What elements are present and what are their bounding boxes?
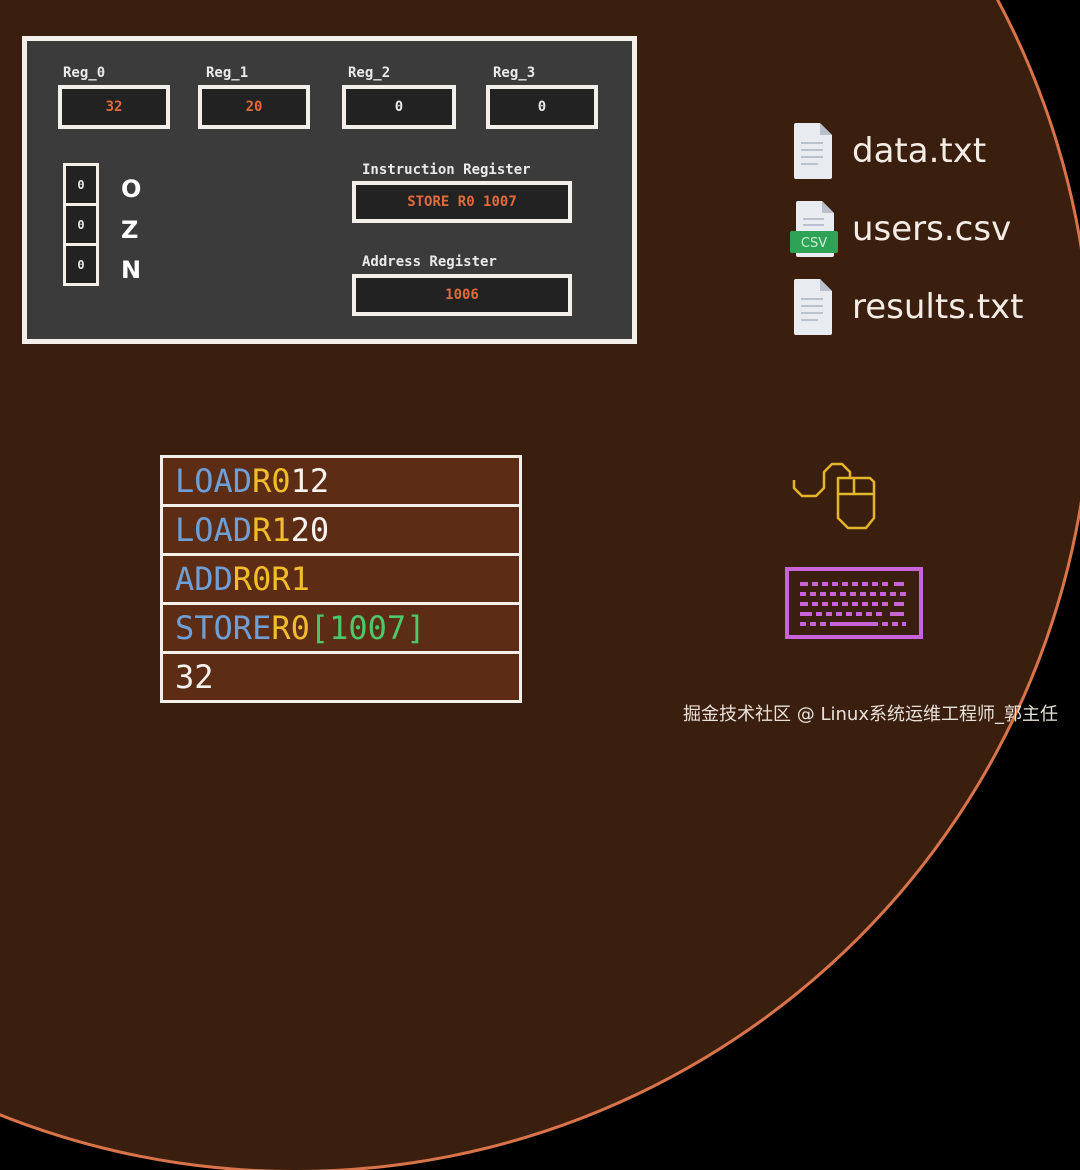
flag-n-label: N — [121, 256, 142, 284]
reg-3-value: 0 — [486, 85, 598, 129]
file-name: users.csv — [852, 209, 1012, 249]
file-name: results.txt — [852, 287, 1024, 327]
csv-badge: CSV — [801, 236, 827, 251]
code-row: LOAD R0 12 — [163, 458, 519, 504]
text-file-icon — [790, 121, 840, 181]
address-register-label: Address Register — [362, 254, 497, 270]
operand-register: R0 — [271, 609, 310, 647]
address-register-value: 1006 — [352, 274, 572, 316]
text-file-icon — [790, 277, 840, 337]
code-row: ADD R0 R1 — [163, 556, 519, 602]
operand-address: [1007] — [309, 609, 426, 647]
flag-o-label: O — [121, 175, 142, 203]
flags-register: 0 0 0 — [63, 163, 99, 286]
opcode: LOAD — [175, 511, 253, 549]
operand-number: 20 — [290, 511, 330, 549]
operand-register: R0 — [252, 462, 291, 500]
file-item-data-txt[interactable]: data.txt — [790, 112, 1024, 190]
instruction-register-label: Instruction Register — [362, 162, 531, 178]
opcode: ADD — [175, 560, 233, 598]
operand-register: R1 — [271, 560, 310, 598]
file-name: data.txt — [852, 131, 987, 171]
instruction-register-value: STORE R0 1007 — [352, 181, 572, 223]
code-row: STORE R0 [1007] — [163, 605, 519, 651]
reg-0-label: Reg_0 — [63, 65, 106, 81]
cpu-panel: Reg_0 Reg_1 Reg_2 Reg_3 32 20 0 0 0 0 0 … — [22, 36, 637, 344]
flag-o-value: 0 — [66, 166, 96, 203]
program-listing: LOAD R0 12 LOAD R1 20 ADD R0 R1 STORE R0… — [160, 455, 522, 703]
watermark: 掘金技术社区 @ Linux系统运维工程师_郭主任 — [683, 704, 1058, 725]
data-value: 32 — [175, 658, 214, 696]
csv-file-icon: CSV — [790, 199, 840, 259]
keyboard-icon — [784, 566, 924, 644]
operand-number: 12 — [290, 462, 330, 500]
reg-2-label: Reg_2 — [348, 65, 391, 81]
reg-1-value: 20 — [198, 85, 310, 129]
operand-register: R1 — [252, 511, 291, 549]
opcode: STORE — [175, 609, 272, 647]
flag-n-value: 0 — [66, 246, 96, 283]
file-item-results-txt[interactable]: results.txt — [790, 268, 1024, 346]
reg-0-value: 32 — [58, 85, 170, 129]
memory-data-row: 32 — [163, 654, 519, 700]
reg-3-label: Reg_3 — [493, 65, 536, 81]
flag-z-value: 0 — [66, 206, 96, 243]
code-row: LOAD R1 20 — [163, 507, 519, 553]
reg-1-label: Reg_1 — [206, 65, 249, 81]
reg-2-value: 0 — [342, 85, 456, 129]
mouse-icon — [790, 460, 880, 536]
flag-z-label: Z — [121, 216, 139, 244]
file-list: data.txt CSV users.csv results.txt — [790, 112, 1024, 346]
file-item-users-csv[interactable]: CSV users.csv — [790, 190, 1024, 268]
operand-register: R0 — [232, 560, 272, 598]
opcode: LOAD — [175, 462, 253, 500]
